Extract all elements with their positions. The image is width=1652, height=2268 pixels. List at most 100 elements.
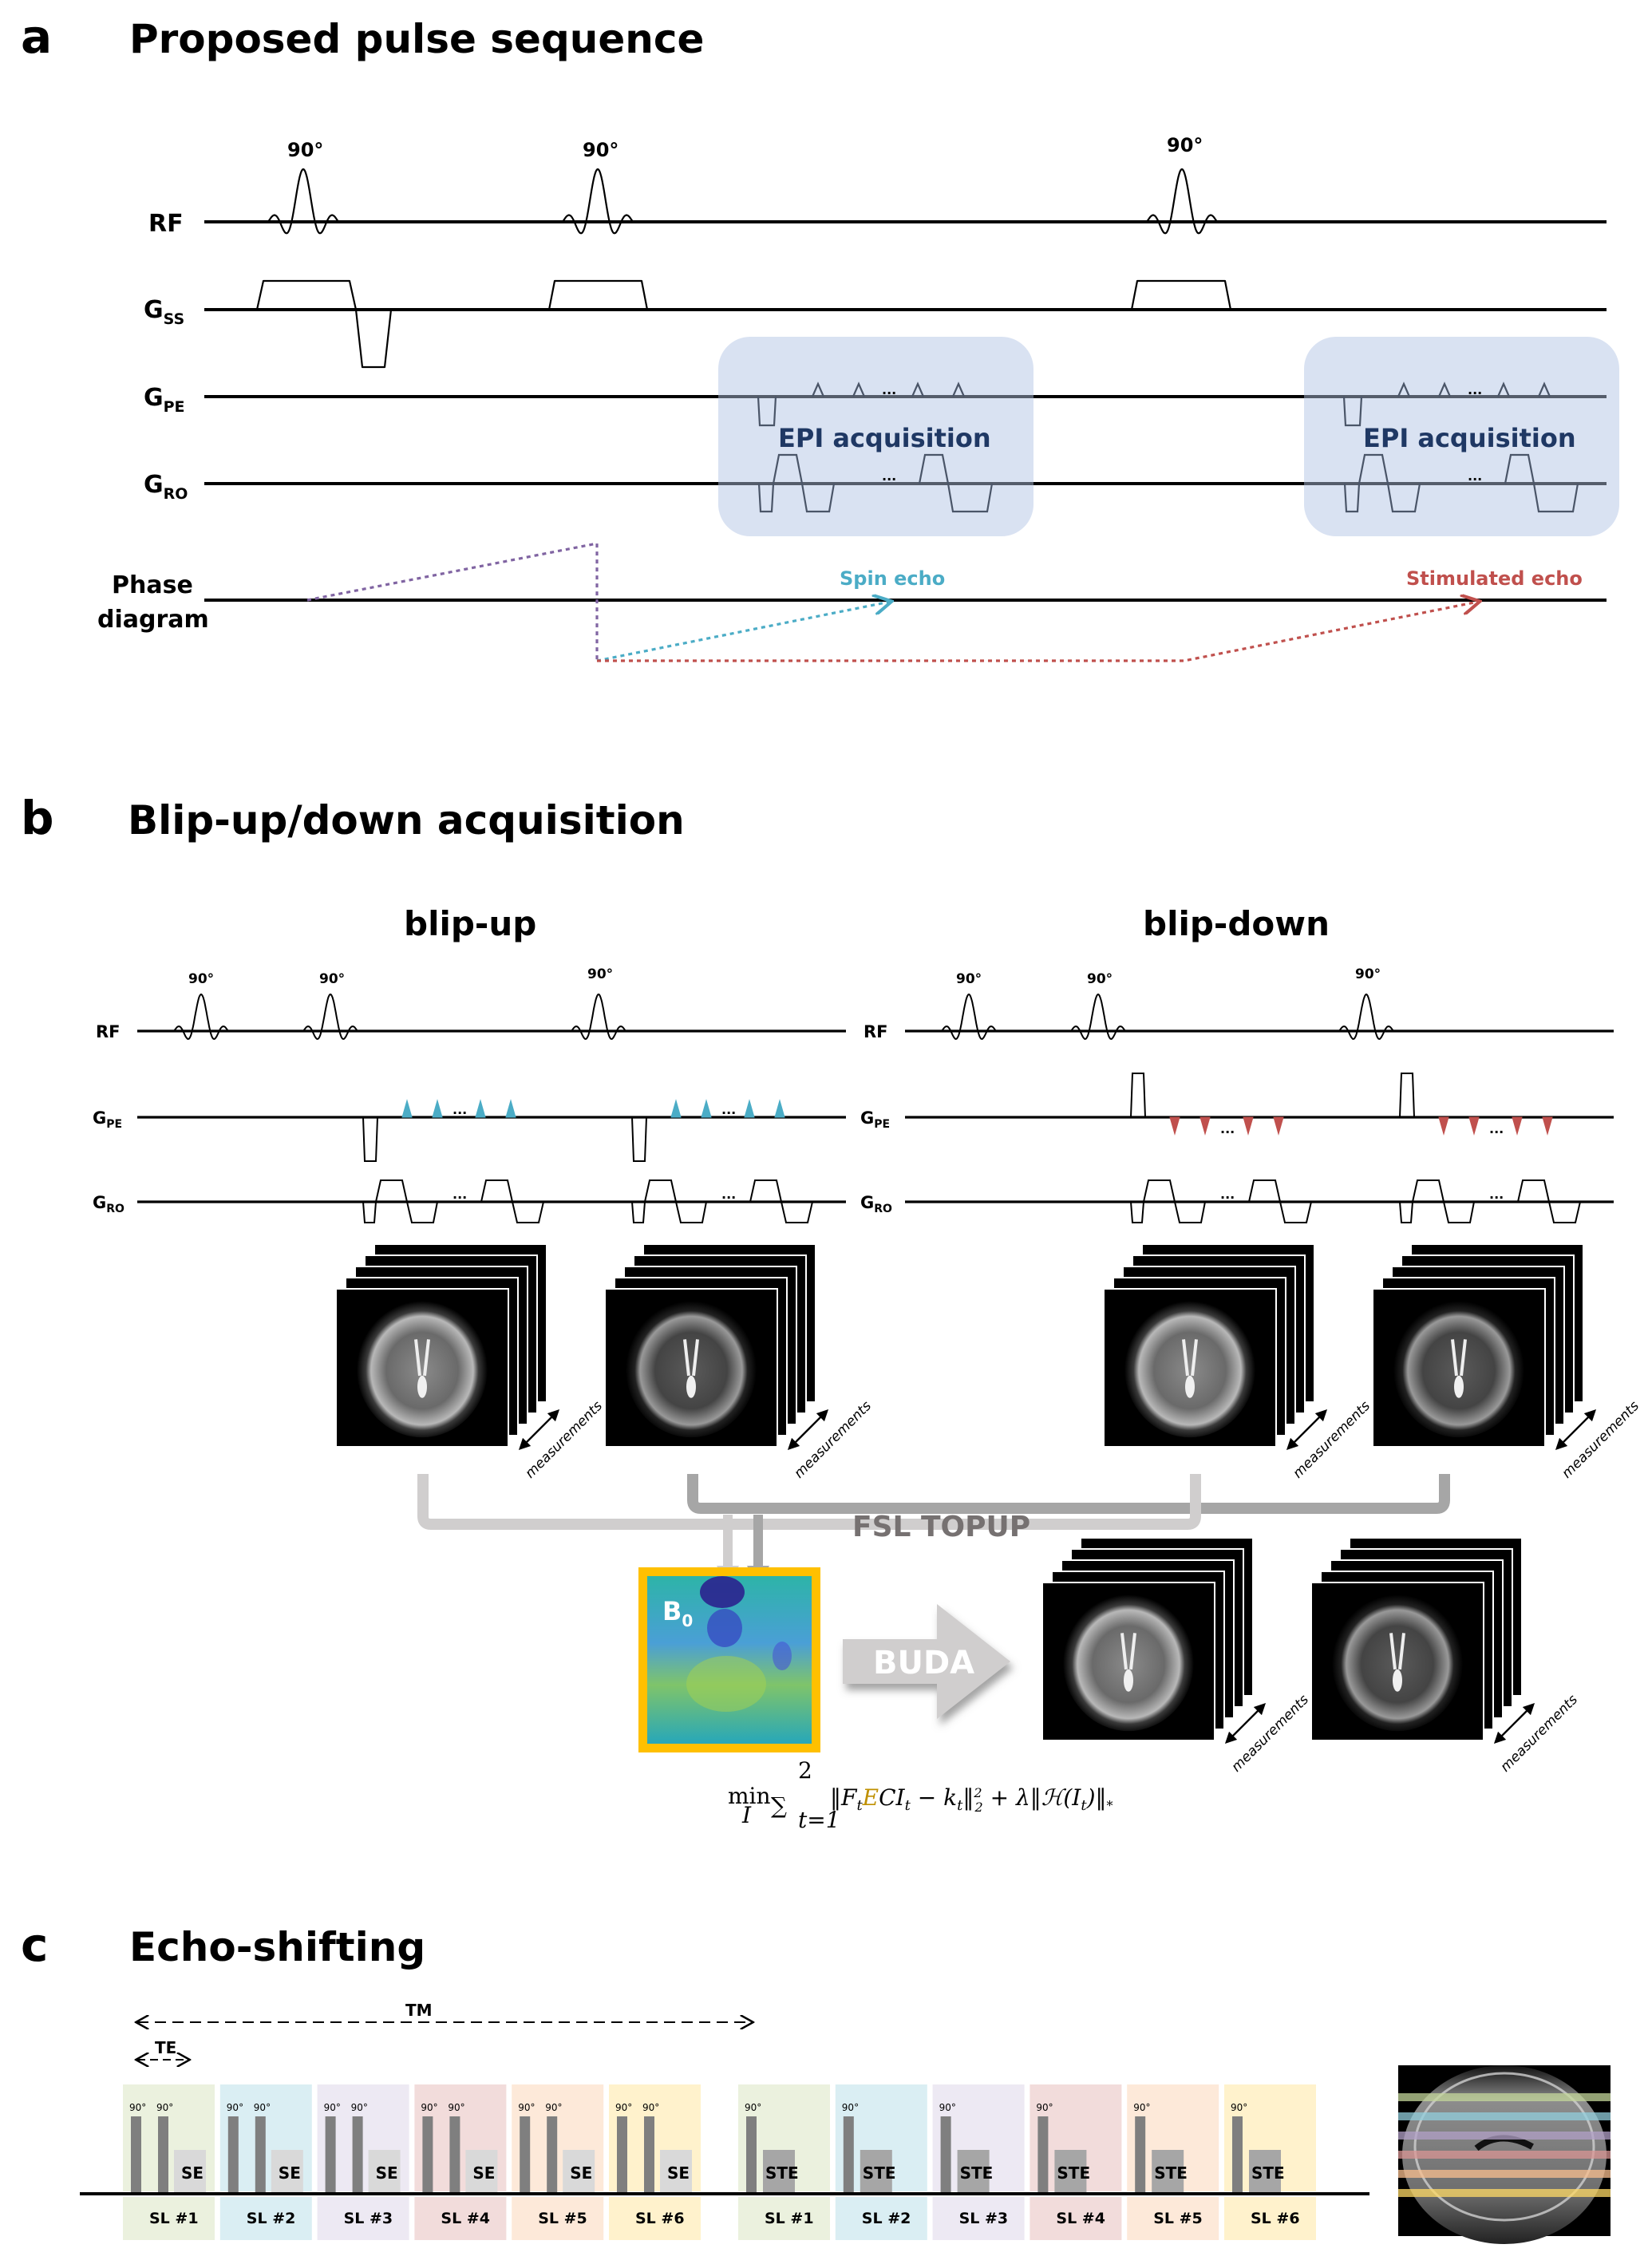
rf-flip-label: 90° [421,2102,437,2113]
gss-pulse-2 [547,279,649,310]
slice-label-background [317,2197,409,2240]
flip-angle-2: 90° [583,139,619,161]
blip-up-stack-2-brain-image [625,1298,757,1438]
rf-pulse-bar [325,2116,336,2193]
slice-label-background [609,2197,701,2240]
slice-label-background [123,2197,215,2240]
buda-output-stack-1-csf [1124,1669,1133,1692]
blip-up-epi-1-gro-readout-start [362,1179,438,1223]
slice-label-background [512,2197,604,2240]
gpe-blips [811,381,966,397]
blip-up-stack-2: measurements [604,1243,875,1482]
slice-label-background [738,2197,830,2240]
epi-gradients-2: ... ... [1342,381,1579,513]
rf-pulse-bar [843,2116,854,2193]
blip-up-epi-1-gpe-blip-4 [505,1099,516,1118]
slice-number-label: SL #1 [765,2210,814,2227]
slice-number-label: SL #3 [344,2210,393,2227]
gpe-prephaser-2 [1342,396,1363,427]
echo-readout-block [763,2150,795,2193]
buda-output-stack-2-measurements-arrow [1493,1702,1535,1744]
blip-down-rf-pulses [941,993,1394,1041]
buda-output-stack-1: measurements [1041,1537,1312,1776]
echo-readout-block [1249,2150,1281,2193]
echo-readout-block [860,2150,892,2193]
blip-up-stack-1-ventricles [414,1339,430,1377]
b0-blue-region-2 [773,1642,792,1670]
slice-number-label: SL #4 [1056,2210,1105,2227]
blip-down-flip-2: 90° [1087,971,1113,987]
buda-output-stack-2: measurements [1310,1537,1581,1776]
blip-up-epi-2-gro-ellipsis: ... [721,1187,736,1202]
rf-pulse-bar [746,2116,757,2193]
blip-up-rf-sinc-3 [571,993,626,1041]
phase-row-label-line2: diagram [97,606,209,634]
slice-label-background [1030,2197,1122,2240]
epi-acquisition-box-2 [1304,337,1619,536]
blip-down-gro-label: GRO [860,1193,892,1215]
buda-output-stack-2-csf [1393,1669,1402,1692]
slice-number-label: SL #5 [538,2210,587,2227]
slice-number-label: SL #6 [1251,2210,1300,2227]
rf-flip-label: 90° [351,2102,368,2113]
blip-down-epi-2-gpe-blip-3 [1512,1116,1523,1136]
blip-up-epi-1-gpe-prephaser [362,1116,378,1162]
slice-band-4 [1398,2151,1611,2159]
slice-number-label: SL #3 [959,2210,1009,2227]
slice-band-5 [1398,2170,1611,2178]
b0-blue-region [707,1609,742,1647]
blip-down-epi-2-gro-readout-start [1399,1179,1475,1223]
slice-number-label: SL #2 [862,2210,911,2227]
buda-output-stack-1-brain-image [1062,1591,1195,1732]
rf-flip-label: 90° [545,2102,562,2113]
blip-down-gpe-label: GPE [860,1108,890,1131]
blip-up-epi-1-gro-ellipsis: ... [453,1187,467,1202]
blip-up-epi-1-gro-readout-end [480,1179,544,1223]
blip-up-stack-1-measurements-arrow [518,1409,560,1451]
epi-acquisition-label-2: EPI acquisition [1363,423,1576,453]
rf-flip-label: 90° [129,2102,146,2113]
epi-gradients-1: ... ... [757,381,994,513]
blip-up-diagram: RF GPE GRO 90° 90° 90° ............ [93,966,846,1223]
blip-down-flip-3: 90° [1355,966,1381,982]
epi-acquisition-box-1 [718,337,1033,536]
panel-c-title: Echo-shifting [129,1924,425,1970]
blip-up-gradients: ............ [362,1099,813,1223]
blip-up-gro-label: GRO [93,1193,124,1215]
gro-ellipsis: ... [882,468,896,484]
rf-pulse-bar [1037,2116,1049,2193]
blip-down-stack-1: measurements [1103,1243,1373,1482]
rf-flip-label: 90° [1231,2102,1247,2113]
rf-pulse-bar [449,2116,460,2193]
gro-row-label: GRO [144,471,188,503]
blip-up-epi-1-gpe-blip-3 [475,1099,486,1118]
formula-min-sub: I [741,1802,752,1828]
blip-up-epi-2-gpe-blip-3 [744,1099,755,1118]
rf-flip-label: 90° [1133,2102,1150,2113]
blip-up-epi-1-gpe-blip-2 [432,1099,443,1118]
rf-pulse-bar [422,2116,433,2193]
echo-type-label: STE [1154,2163,1188,2183]
gpe-row-label: GPE [144,384,185,416]
echo-readout-block [271,2150,303,2193]
rf-flip-label: 90° [642,2102,659,2113]
blip-down-gradients: ............ [1130,1073,1581,1223]
blip-down-stack-1-brain-image [1124,1298,1256,1438]
blip-down-epi-1-gpe-blip-2 [1199,1116,1211,1136]
panel-b-title: Blip-up/down acquisition [128,797,685,844]
blip-down-rf-sinc-3 [1338,993,1394,1041]
blip-down-stack-2: measurements [1372,1243,1642,1482]
panel-a-title: Proposed pulse sequence [129,16,704,62]
blip-up-epi-2-gro-readout-end [749,1179,813,1223]
slice-number-label: SL #2 [247,2210,296,2227]
gss-pulse-1-with-rephaser [255,279,393,369]
gro-readout-start [757,453,836,513]
blip-down-epi-2-gpe-ellipsis: ... [1489,1121,1504,1136]
buda-arrow [843,1604,1010,1719]
blip-down-epi-1-gro-readout-start [1130,1179,1206,1223]
echo-type-label: SE [279,2163,301,2183]
